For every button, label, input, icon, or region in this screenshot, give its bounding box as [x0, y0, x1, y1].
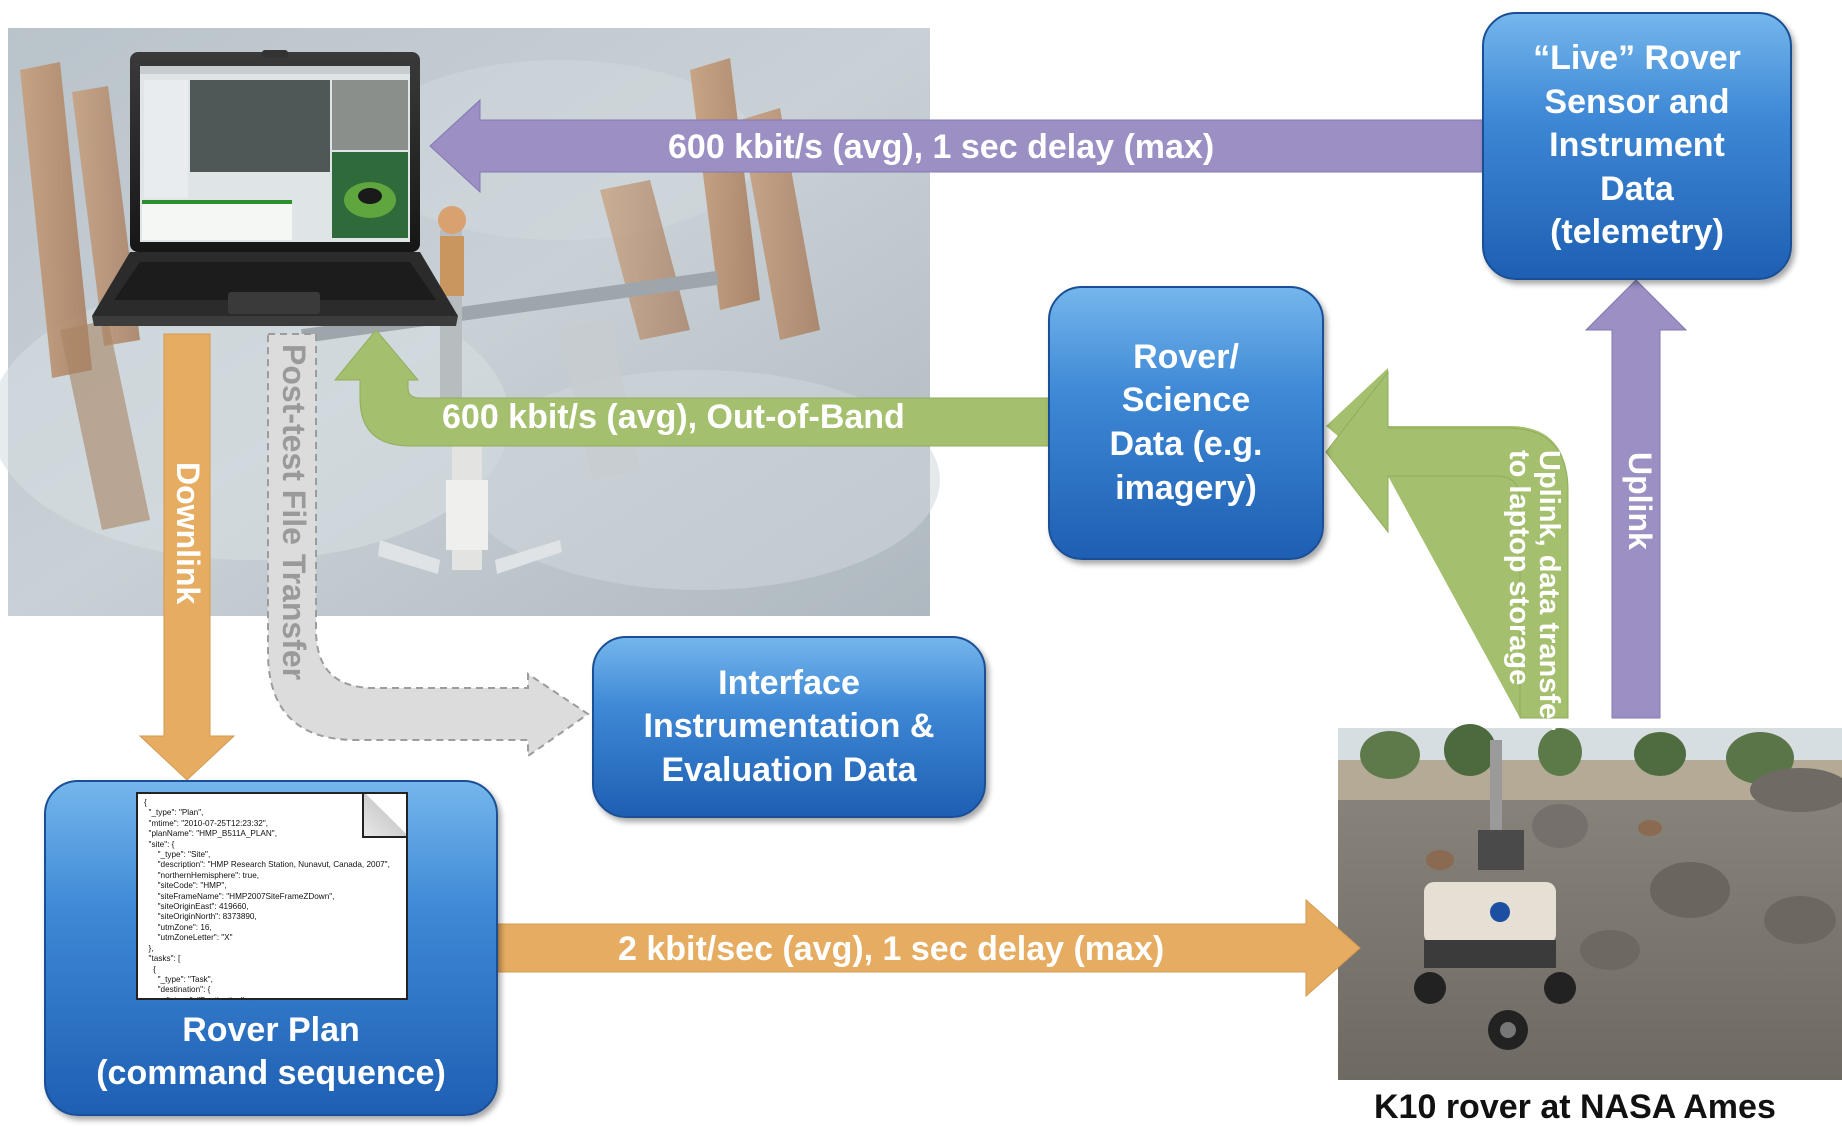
- plan-document-text: { "_type": "Plan", "mtime": "2010-07-25T…: [144, 798, 390, 998]
- uplink-storage-label: Uplink, data transfer to laptop storage: [1502, 450, 1565, 731]
- command-arrow: [497, 898, 1361, 998]
- plan-document: { "_type": "Plan", "mtime": "2010-07-25T…: [136, 792, 408, 1000]
- science-to-laptop-arrow: [333, 329, 1051, 447]
- science-data-node: Rover/ Science Data (e.g. imagery): [1048, 286, 1324, 560]
- telemetry-link-label: 600 kbit/s (avg), 1 sec delay (max): [668, 128, 1215, 166]
- science-data-node-label: Rover/ Science Data (e.g. imagery): [1109, 337, 1263, 507]
- rover-plan-node-label: Rover Plan (command sequence): [96, 1010, 446, 1093]
- rover-photo: [1338, 724, 1842, 1080]
- downlink-label: Downlink: [170, 462, 206, 605]
- science-link-label: 600 kbit/s (avg), Out-of-Band: [442, 398, 905, 436]
- uplink-label: Uplink: [1622, 452, 1658, 550]
- command-link-label: 2 kbit/sec (avg), 1 sec delay (max): [618, 930, 1165, 968]
- rover-to-science-arrow-shaft: [1325, 370, 1569, 719]
- telemetry-node: “Live” Rover Sensor and Instrument Data …: [1482, 12, 1792, 280]
- rover-photo-caption: K10 rover at NASA Ames: [1374, 1088, 1776, 1126]
- telemetry-arrow: [429, 98, 1485, 194]
- page-curl-icon: [362, 794, 406, 838]
- downlink-arrow: [138, 333, 236, 781]
- post-test-transfer-arrow: [267, 333, 590, 758]
- evaluation-data-node: Interface Instrumentation & Evaluation D…: [592, 636, 986, 818]
- post-test-transfer-label: Post-test File Transfer: [276, 344, 312, 681]
- laptop-photo: [92, 50, 458, 326]
- telemetry-node-label: “Live” Rover Sensor and Instrument Data …: [1533, 39, 1741, 252]
- evaluation-data-node-label: Interface Instrumentation & Evaluation D…: [643, 663, 935, 789]
- uplink-arrow: [1584, 279, 1688, 719]
